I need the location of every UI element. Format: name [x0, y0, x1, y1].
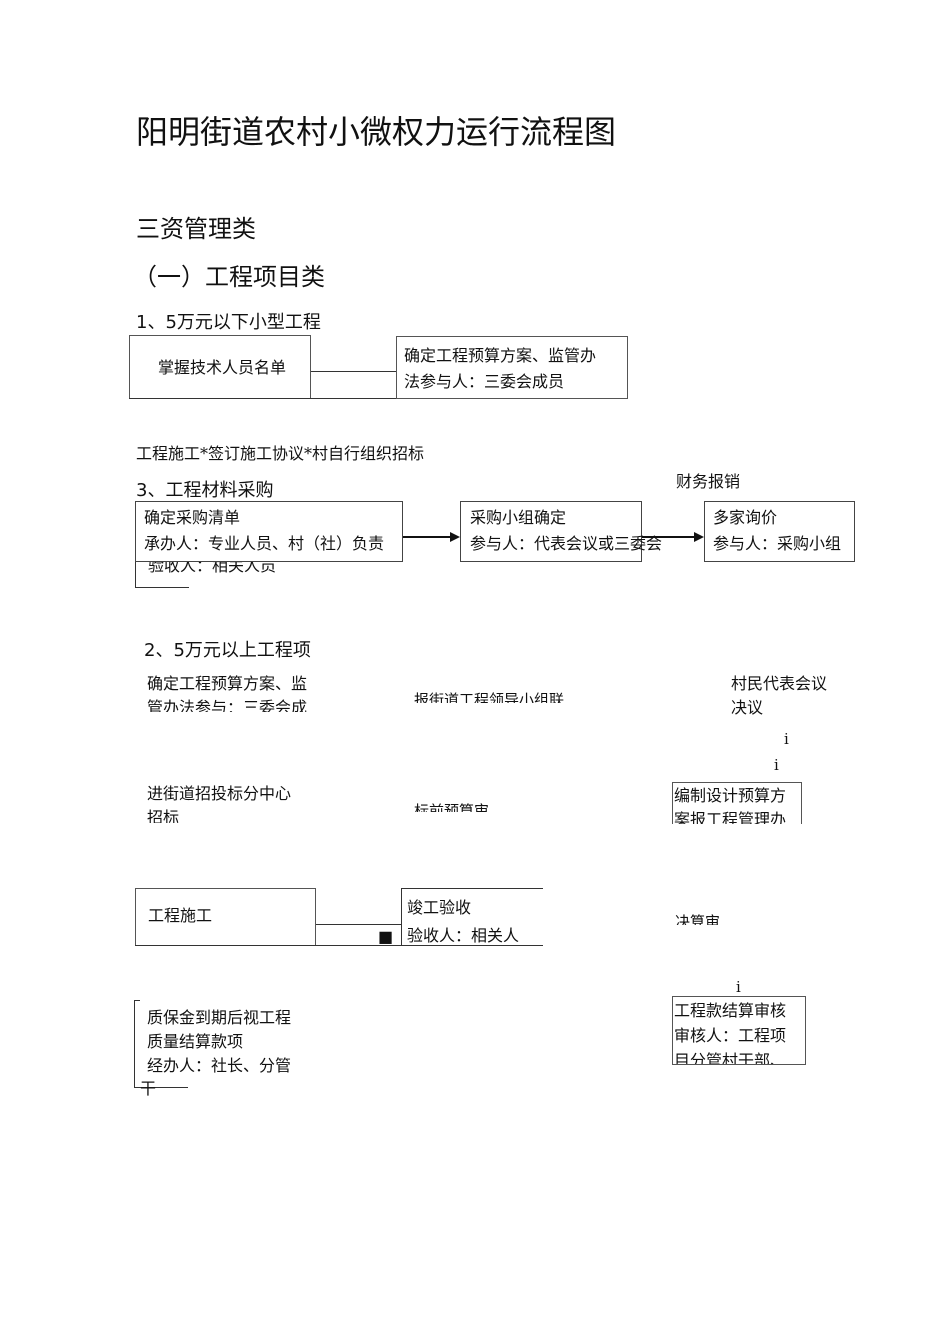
section1-heading: 1、5万元以下小型工程: [136, 312, 321, 333]
warranty-bottom-border: [134, 1087, 188, 1088]
arrow-1-head: [450, 532, 460, 542]
warranty-left-border: [134, 1000, 135, 1088]
subcategory-heading: （一）工程项目类: [133, 263, 325, 291]
node-design-budget: [672, 782, 802, 824]
node-construction-label: 工程施工: [148, 906, 213, 925]
section2-heading: 2、5万元以上工程项: [144, 640, 311, 658]
box-price-inquiry: [704, 501, 855, 562]
flow-marker-square: ■: [378, 927, 394, 946]
acceptance-top-border: [401, 888, 543, 889]
acceptance-left-border: [401, 888, 402, 946]
node-villager-meeting-line2: 决议: [731, 698, 764, 717]
box-budget-plan-line1: 确定工程预算方案、监管办: [404, 346, 597, 365]
box-purchase-group-line1: 采购小组确定: [470, 508, 567, 527]
node-report-street-clip: 报街道工程领导小组联: [414, 690, 614, 703]
node-bidding-center-line2: 招标: [147, 808, 180, 823]
box-price-inquiry-line1: 多家询价: [713, 508, 778, 527]
node-payment-audit-line3: 目分管村干部、: [674, 1051, 787, 1064]
construction-connector: [316, 924, 402, 925]
page-title: 阳明街道农村小微权力运行流程图: [136, 113, 617, 151]
node-payment-audit-line3-clip: 目分管村干部、: [674, 1050, 805, 1064]
node-prebid-audit: 标前预算审: [414, 802, 490, 812]
node-budget-plan-line2: 管办法参与：三委会成: [147, 698, 308, 712]
left-bracket-bottom: [135, 587, 189, 588]
node-bidding-center-line2-clip: 招标: [147, 808, 267, 823]
node-acceptance-line1: 竣工验收: [407, 898, 472, 917]
node-design-budget-line1: 编制设计预算方: [674, 786, 787, 805]
node-warranty-line4: 干: [140, 1079, 157, 1098]
flow-mark-2: i: [774, 756, 779, 774]
node-warranty-line2: 质量结算款项: [147, 1032, 244, 1051]
box-price-inquiry-line2: 参与人：采购小组: [713, 534, 842, 553]
node-payment-audit-line2: 审核人：工程项: [674, 1026, 787, 1045]
box-budget-plan: 确定工程预算方案、监管办 法参与人：三委会成员: [396, 336, 628, 399]
box-purchase-group-line2: 参与人：代表会议或三委会: [470, 534, 663, 553]
section2-heading-clip: 2、5万元以上工程项: [140, 640, 360, 658]
box-purchase-list-line3-clip: 验收人：相关人员: [144, 562, 404, 578]
flow-mark-1: i: [784, 730, 789, 748]
section3-heading: 3、工程材料采购: [136, 480, 274, 501]
box-purchase-list-line2: 承办人：专业人员、村（社）负责: [144, 534, 385, 553]
finance-reimbursement: 财务报销: [676, 472, 741, 491]
node-payment-audit: [672, 996, 806, 1065]
bottom-line: [129, 398, 628, 399]
left-bracket-vertical: [135, 562, 136, 588]
section1-steps-text: 工程施工*签订施工协议*村自行组织招标: [136, 444, 425, 463]
node-report-street: 报街道工程领导小组联: [414, 691, 565, 703]
node-budget-plan-line2-clip: 管办法参与：三委会成: [147, 698, 347, 712]
construction-bottom-line: [135, 945, 543, 946]
box-tech-personnel-label: 掌握技术人员名单: [158, 358, 287, 377]
box-purchase-list-line3: 验收人：相关人员: [148, 562, 277, 575]
node-final-audit: 决算审: [675, 913, 721, 925]
node-construction: 工程施工: [135, 888, 316, 946]
node-final-audit-clip: 决算审: [675, 912, 795, 925]
node-prebid-audit-clip: 标前预算审: [414, 800, 564, 812]
connector-line: [311, 371, 397, 372]
box-purchase-group: [460, 501, 642, 562]
node-design-budget-line2: 案报工程管理办: [674, 810, 787, 824]
node-warranty-line1: 质保金到期后视工程: [147, 1008, 292, 1027]
node-budget-plan-line1: 确定工程预算方案、监: [147, 674, 308, 693]
category-heading: 三资管理类: [136, 215, 256, 243]
node-design-budget-line2-clip: 案报工程管理办: [674, 810, 802, 824]
node-payment-audit-line1: 工程款结算审核: [674, 1001, 787, 1020]
box-budget-plan-line2: 法参与人：三委会成员: [404, 372, 565, 391]
box-purchase-list: [135, 501, 403, 562]
node-bidding-center-line1: 进街道招投标分中心: [147, 784, 292, 803]
node-acceptance-line2: 验收人：相关人: [407, 926, 520, 945]
node-villager-meeting-line1: 村民代表会议: [731, 674, 828, 693]
flow-mark-3: i: [736, 978, 741, 996]
box-purchase-list-line1: 确定采购清单: [144, 508, 241, 527]
node-warranty-line3: 经办人：社长、分管: [147, 1056, 292, 1075]
warranty-top-border: [134, 1000, 140, 1001]
arrow-2-head: [694, 532, 704, 542]
